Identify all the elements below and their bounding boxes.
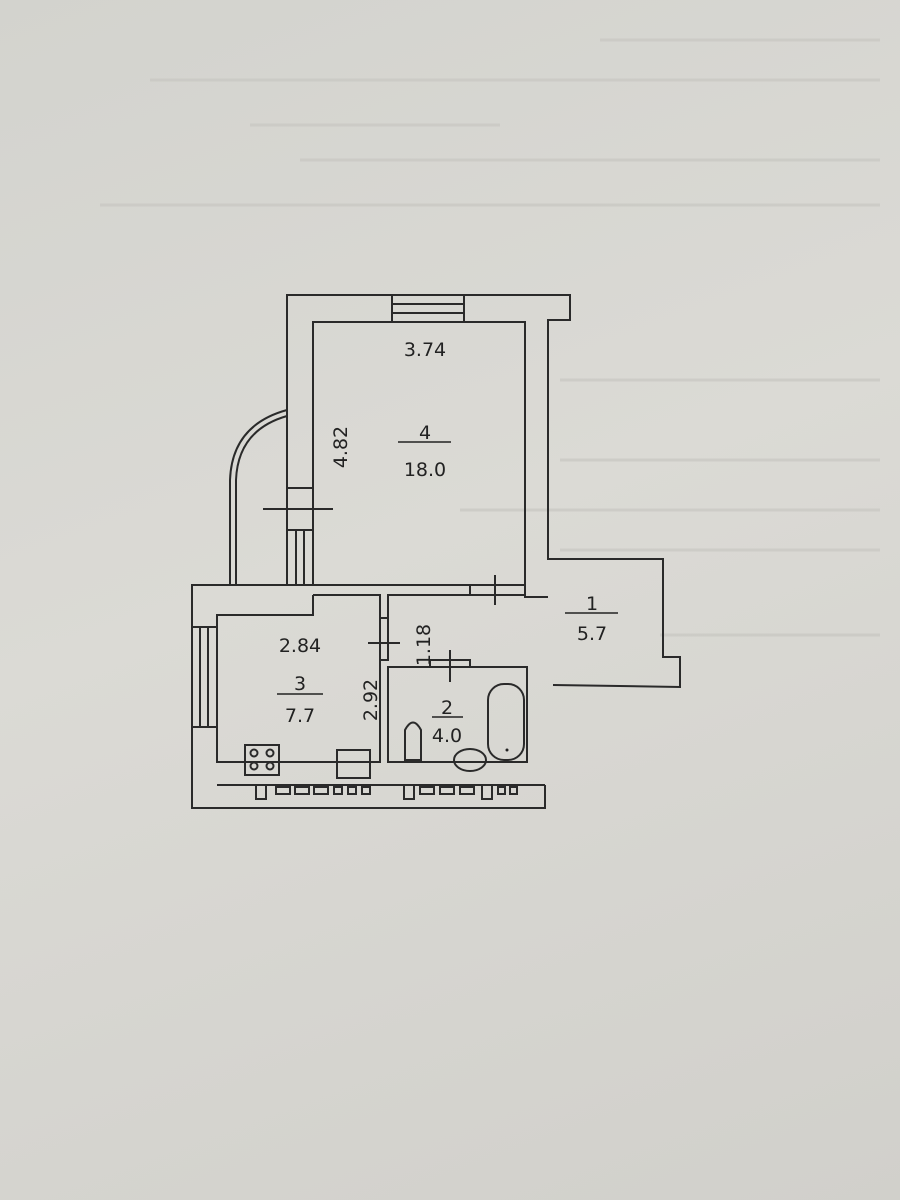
- room4-width-label: 3.74: [404, 339, 446, 361]
- bathtub-icon: [487, 683, 525, 761]
- room3-area: 7.7: [285, 705, 315, 727]
- kitchen-wall: [216, 594, 381, 763]
- kitchen-width-label: 2.84: [279, 635, 321, 657]
- room2-area: 4.0: [432, 725, 462, 747]
- room4-number: 4: [419, 422, 431, 444]
- balcony-door: [263, 487, 333, 586]
- outer-wall-room4: [286, 294, 681, 689]
- kitchen-window: [191, 626, 218, 728]
- corridor-width-label: 1.18: [413, 624, 435, 666]
- door-kitchen: [368, 617, 400, 661]
- balcony: [229, 409, 288, 585]
- kitchen-sink-icon: [336, 749, 371, 779]
- corridor-wall: [387, 585, 526, 660]
- toilet-icon: [404, 721, 422, 761]
- bathroom-wall: [387, 666, 528, 763]
- room1-area: 5.7: [577, 623, 607, 645]
- window-top: [391, 294, 465, 323]
- room4-area: 18.0: [404, 459, 446, 481]
- radiators: [255, 784, 518, 800]
- door-room4: [469, 575, 526, 605]
- outer-wall-lower: [191, 584, 546, 809]
- kitchen-length-label: 2.92: [360, 679, 382, 721]
- show-through-text: [100, 38, 880, 637]
- room4-length-label: 4.82: [330, 426, 352, 468]
- room3-number: 3: [294, 673, 306, 695]
- sink-icon: [453, 748, 487, 772]
- room2-number: 2: [441, 697, 453, 719]
- room1-number: 1: [586, 593, 598, 615]
- stove-icon: [244, 744, 280, 776]
